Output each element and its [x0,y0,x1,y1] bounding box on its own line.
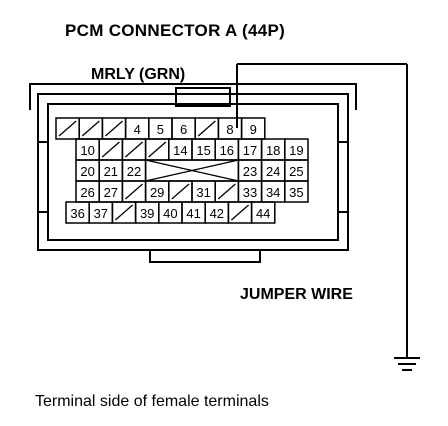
terminal-number: 24 [266,164,280,179]
blank-cavity-slash [171,183,190,200]
blank-cavity-slash [58,120,77,137]
jumper-wire [236,63,408,358]
blank-cavity-slash [124,183,144,200]
terminal-number: 19 [289,143,303,158]
blank-cavity-slash [217,183,236,200]
terminal-number: 20 [80,164,94,179]
connector-housing [29,83,357,263]
blank-cavity-slash [124,141,144,158]
terminal-number: 39 [140,206,154,221]
terminal-number: 35 [289,185,303,200]
terminal-number: 10 [80,143,94,158]
terminal-number: 42 [210,206,224,221]
diagram-title: PCM CONNECTOR A (44P) [65,21,285,40]
terminal-number: 26 [80,185,94,200]
blank-cavity-slash [114,204,134,221]
caption: Terminal side of female terminals [35,393,269,410]
jumper-wire-label: JUMPER WIRE [240,286,353,303]
terminal-number: 17 [243,143,257,158]
terminal-cell [250,201,276,224]
blank-cavity-slash [230,204,250,221]
terminal-number: 8 [226,122,233,137]
terminal-number: 44 [256,206,270,221]
terminal-number: 22 [127,164,141,179]
terminal-number: 31 [196,185,210,200]
blank-cavity-slash [104,120,124,137]
blank-cavity-slash [148,141,167,158]
terminal-number: 36 [70,206,84,221]
terminal-number: 14 [173,143,187,158]
terminal-number: 21 [104,164,118,179]
terminal-number: 27 [104,185,118,200]
terminal-number: 23 [243,164,257,179]
terminal-number: 29 [150,185,164,200]
blank-cavity-block [145,159,239,182]
terminal-number: 33 [243,185,257,200]
blank-cavity-slash [101,141,120,158]
terminal-number: 34 [266,185,280,200]
terminal-number: 4 [134,122,141,137]
terminal-number: 37 [94,206,108,221]
terminal-number: 18 [266,143,280,158]
terminal-number: 5 [157,122,164,137]
ground-icon [394,357,420,371]
blank-cavity-slash [81,120,100,137]
terminal-number: 6 [180,122,187,137]
terminal-number: 25 [289,164,303,179]
terminal-number: 40 [163,206,177,221]
terminal-cell [284,180,309,203]
terminal-number: 41 [186,206,200,221]
wire-label: MRLY (GRN) [91,66,185,83]
blank-cavity-slash [197,120,216,137]
terminal-number: 16 [220,143,234,158]
terminal-grid: 4 5 6 8 9 10 14 15 16 17 18 19 20 21 22 23 24 25 26 27 29 31 3… [55,117,309,224]
terminal-number: 9 [250,122,257,137]
terminal-number: 15 [196,143,210,158]
